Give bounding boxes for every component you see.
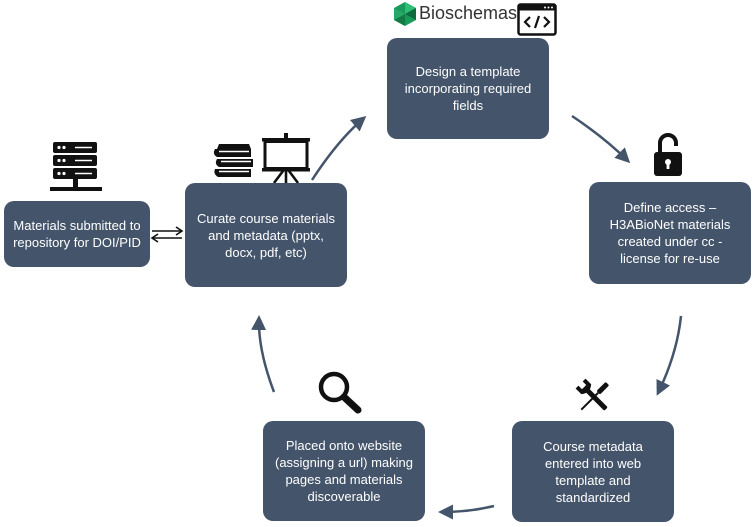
step-repository-text: Materials submitted to repository for DO…: [13, 218, 141, 250]
step-metadata-text: Course metadata entered into web templat…: [543, 438, 643, 505]
step-curate-box: Curate course materials and metadata (pp…: [185, 183, 347, 287]
arrow-curate-to-design: [310, 116, 367, 181]
magnifying-glass-icon: [318, 371, 362, 414]
step-design-box: Design a template incorporating required…: [387, 38, 549, 139]
wrench-screwdriver-icon: [575, 378, 609, 411]
code-window-icon: [517, 3, 557, 36]
arrow-access-to-metadata: [656, 315, 683, 396]
unlocked-padlock-icon: [654, 133, 682, 176]
book-stack-icon: [213, 144, 253, 177]
step-design-text: Design a template incorporating required…: [404, 64, 532, 113]
bioschemas-logo-text: Bioschemas: [419, 3, 518, 23]
bidirectional-arrow: [150, 226, 184, 243]
step-access-text: Define access – H3ABioNet materials crea…: [609, 200, 731, 266]
arrow-website-to-curate: [251, 315, 276, 393]
server-stack-icon: [50, 142, 102, 191]
step-metadata-box: Course metadata entered into web templat…: [512, 421, 674, 522]
presentation-board-icon: [262, 133, 310, 184]
step-website-text: Placed onto website (assigning a url) ma…: [274, 438, 413, 504]
step-curate-text: Curate course materials and metadata (pp…: [197, 210, 335, 260]
bioschemas-hexagon-logo-icon: [394, 2, 416, 26]
arrow-design-to-access: [571, 114, 631, 164]
arrow-metadata-to-website: [438, 504, 495, 520]
step-website-box: Placed onto website (assigning a url) ma…: [263, 421, 425, 521]
step-repository-box: Materials submitted to repository for DO…: [4, 201, 150, 267]
step-access-box: Define access – H3ABioNet materials crea…: [589, 182, 751, 284]
